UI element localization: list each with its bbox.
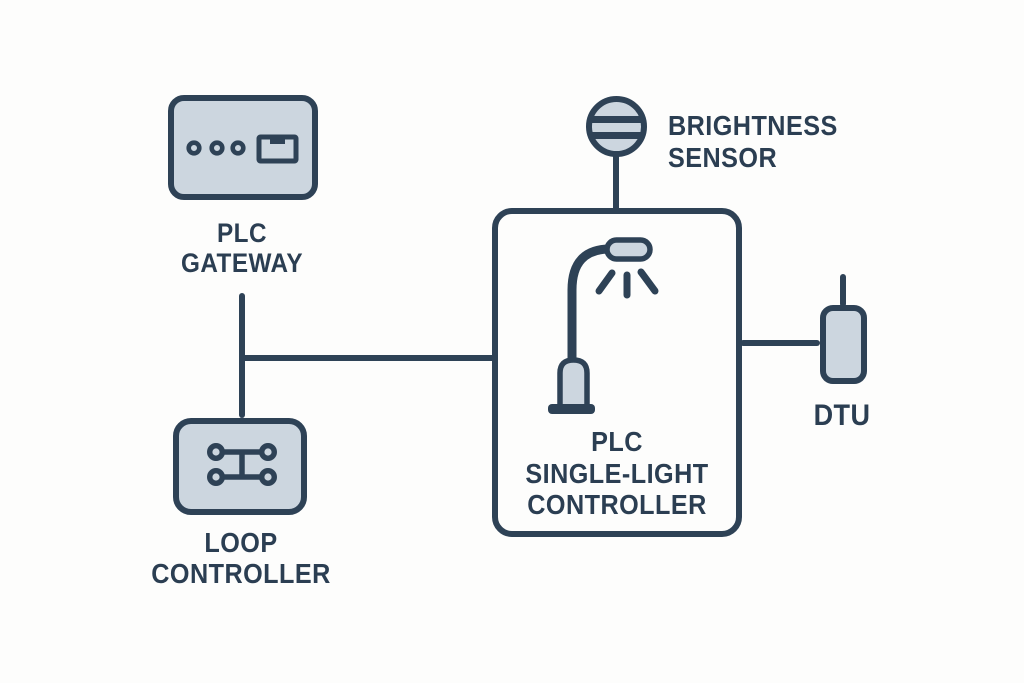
- label-controller-line1: PLC: [591, 426, 643, 457]
- label-loop-controller-line2: CONTROLLER: [151, 558, 331, 589]
- label-loop-controller: LOOP CONTROLLER: [133, 527, 349, 589]
- connector-gateway-to-single-light-controller: [239, 355, 495, 361]
- node-loop-controller: [173, 418, 307, 515]
- label-plc-gateway-line1: PLC: [217, 218, 267, 248]
- connector-controller-to-dtu: [740, 340, 820, 346]
- label-dtu-line1: DTU: [813, 399, 871, 432]
- label-plc-gateway: PLC GATEWAY: [152, 218, 332, 278]
- label-loop-controller-line1: LOOP: [204, 527, 278, 558]
- dtu-antenna-line: [840, 274, 846, 307]
- label-plc-gateway-line2: GATEWAY: [181, 248, 303, 278]
- label-controller-line3: CONTROLLER: [527, 489, 707, 520]
- node-dtu: [820, 305, 867, 384]
- connector-sensor-to-controller: [613, 152, 619, 212]
- label-brightness-sensor: BRIGHTNESS SENSOR: [668, 110, 838, 174]
- node-plc-gateway: [168, 95, 318, 200]
- label-plc-single-light-controller: PLC SINGLE-LIGHT CONTROLLER: [509, 426, 725, 521]
- loop-controller-icon: [207, 443, 277, 487]
- brightness-sensor-icon: [586, 96, 647, 157]
- label-dtu: DTU: [797, 400, 887, 431]
- label-controller-line2: SINGLE-LIGHT: [525, 457, 709, 489]
- label-brightness-sensor-line1: BRIGHTNESS: [668, 110, 838, 141]
- label-brightness-sensor-line2: SENSOR: [668, 142, 778, 173]
- plc-gateway-icon: [186, 134, 299, 164]
